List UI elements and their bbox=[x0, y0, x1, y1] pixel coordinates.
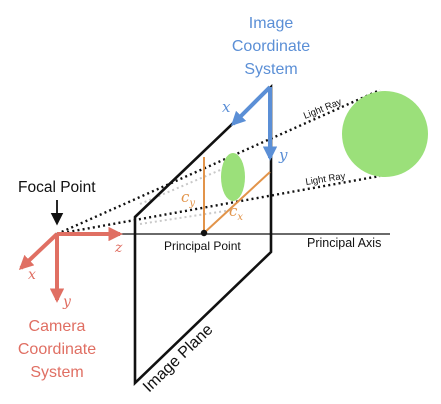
cy-label: cy bbox=[181, 188, 195, 209]
cy-label-sub: y bbox=[188, 198, 195, 209]
camera-coord-title-line2: Coordinate bbox=[18, 341, 96, 358]
light-ray-bottom bbox=[56, 174, 381, 236]
principal-axis-label: Principal Axis bbox=[307, 236, 381, 250]
cx-label-base: c bbox=[229, 202, 238, 220]
focal-point-label: Focal Point bbox=[18, 179, 96, 196]
light-ray-top bbox=[56, 88, 381, 236]
image-coord-title-line3: System bbox=[244, 61, 297, 78]
camera-y-label: y bbox=[62, 294, 72, 310]
cx-label: cx bbox=[229, 202, 243, 223]
image-x-axis bbox=[230, 85, 272, 127]
image-coord-title-line1: Image bbox=[249, 15, 294, 32]
image-plane bbox=[133, 83, 273, 387]
projected-object bbox=[221, 153, 245, 201]
image-plane-label: Image Plane bbox=[140, 321, 217, 396]
image-y-label: y bbox=[278, 146, 288, 164]
light-ray-bottom-label: Light Ray bbox=[305, 171, 347, 188]
camera-z-label: z bbox=[114, 240, 123, 256]
cx-offset-line bbox=[203, 171, 271, 234]
camera-x-axis bbox=[18, 232, 59, 270]
cx-label-sub: x bbox=[237, 212, 243, 223]
image-coord-title-line2: Coordinate bbox=[232, 38, 310, 55]
camera-coord-title-line3: System bbox=[30, 364, 83, 381]
principal-point-label: Principal Point bbox=[164, 239, 241, 253]
object-sphere bbox=[342, 91, 428, 177]
camera-coord-title-line1: Camera bbox=[29, 318, 86, 335]
cy-label-base: c bbox=[181, 188, 190, 206]
camera-x-label: x bbox=[28, 267, 36, 283]
light-ray-top-label: Light Ray bbox=[302, 96, 344, 121]
image-x-label: x bbox=[222, 98, 231, 116]
ray-bottom-gray bbox=[139, 209, 233, 225]
principal-point-dot bbox=[200, 229, 208, 237]
